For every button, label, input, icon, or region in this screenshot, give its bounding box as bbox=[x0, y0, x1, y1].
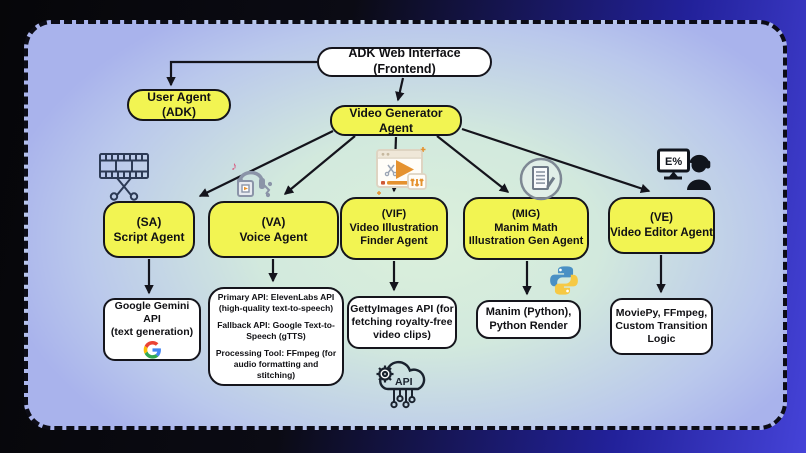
node-voice-agent: (VA) Voice Agent bbox=[208, 201, 339, 258]
node-manim-math-illustration-gen-agent: (MIG) Manim Math Illustration Gen Agent bbox=[463, 197, 589, 260]
node-code: (MIG) bbox=[511, 207, 541, 220]
voice-processing-tool-text: Processing Tool: FFmpeg (for audio forma… bbox=[215, 348, 337, 381]
node-code: (SA) bbox=[136, 214, 162, 229]
api-cloud-label: API bbox=[395, 376, 413, 388]
node-label: Script Agent bbox=[113, 229, 185, 244]
node-manim-python-render: Manim (Python), Python Render bbox=[476, 300, 581, 339]
node-label: Finder Agent bbox=[360, 235, 428, 248]
node-label: Google Gemini API bbox=[114, 300, 190, 326]
node-label: Video Editor Agent bbox=[610, 226, 713, 239]
node-user-agent: User Agent (ADK) bbox=[127, 89, 231, 121]
google-g-icon bbox=[143, 341, 161, 359]
python-logo-icon bbox=[550, 266, 578, 295]
node-code: (VIF) bbox=[381, 207, 407, 220]
node-code: (VE) bbox=[650, 212, 673, 225]
node-label: MoviePy, FFmpeg, bbox=[615, 306, 708, 319]
node-label: Voice Agent bbox=[239, 229, 308, 244]
document-pencil-circle-icon bbox=[519, 157, 563, 201]
node-label: Video Illustration bbox=[349, 221, 439, 234]
node-script-agent: (SA) Script Agent bbox=[103, 201, 195, 258]
node-video-illustration-finder-agent: (VIF) Video Illustration Finder Agent bbox=[340, 197, 448, 260]
node-video-generator-agent: Video Generator Agent bbox=[330, 105, 462, 136]
voice-fallback-api-text: Fallback API: Google Text-to-Speech (gTT… bbox=[217, 319, 335, 341]
node-moviepy-ffmpeg: MoviePy, FFmpeg, Custom Transition Logic bbox=[610, 298, 713, 355]
music-note-glyph: ♪ bbox=[231, 159, 237, 173]
node-label: ADK Web Interface (Frontend) bbox=[348, 46, 461, 76]
node-label: User Agent (ADK) bbox=[147, 90, 211, 119]
node-label: Illustration Gen Agent bbox=[468, 235, 584, 248]
voice-primary-api-text: Primary API: ElevenLabs API (high-qualit… bbox=[217, 291, 335, 313]
node-code: (VA) bbox=[261, 214, 286, 229]
api-cloud-circuit-icon: API bbox=[376, 361, 426, 409]
node-label: Video Generator Agent bbox=[349, 105, 443, 135]
node-google-gemini-api: Google Gemini API (text generation) bbox=[103, 298, 201, 361]
monitor-editor-person-icon: E% bbox=[657, 148, 711, 190]
node-label: (text generation) bbox=[110, 326, 194, 339]
node-label: Custom Transition bbox=[615, 319, 708, 332]
headphones-audio-icon: ♪ bbox=[231, 159, 272, 198]
node-video-editor-agent: (VE) Video Editor Agent bbox=[608, 197, 715, 254]
node-label: fetching royalty-free bbox=[351, 315, 453, 328]
browser-video-play-icon bbox=[376, 147, 427, 195]
node-gettyimages-api: GettyImages API (for fetching royalty-fr… bbox=[347, 296, 457, 349]
node-label: Manim Math bbox=[494, 221, 558, 234]
film-strip-scissors-icon bbox=[99, 153, 149, 201]
monitor-screen-glyph: E% bbox=[665, 156, 682, 168]
node-label: GettyImages API (for bbox=[350, 302, 454, 315]
node-label: Python Render bbox=[489, 319, 568, 332]
node-adk-web-interface: ADK Web Interface (Frontend) bbox=[317, 46, 492, 77]
node-label: video clips) bbox=[373, 329, 431, 342]
node-label: Manim (Python), bbox=[485, 305, 572, 318]
node-label: Logic bbox=[647, 333, 676, 346]
node-voice-tools: Primary API: ElevenLabs API (high-qualit… bbox=[208, 287, 344, 386]
